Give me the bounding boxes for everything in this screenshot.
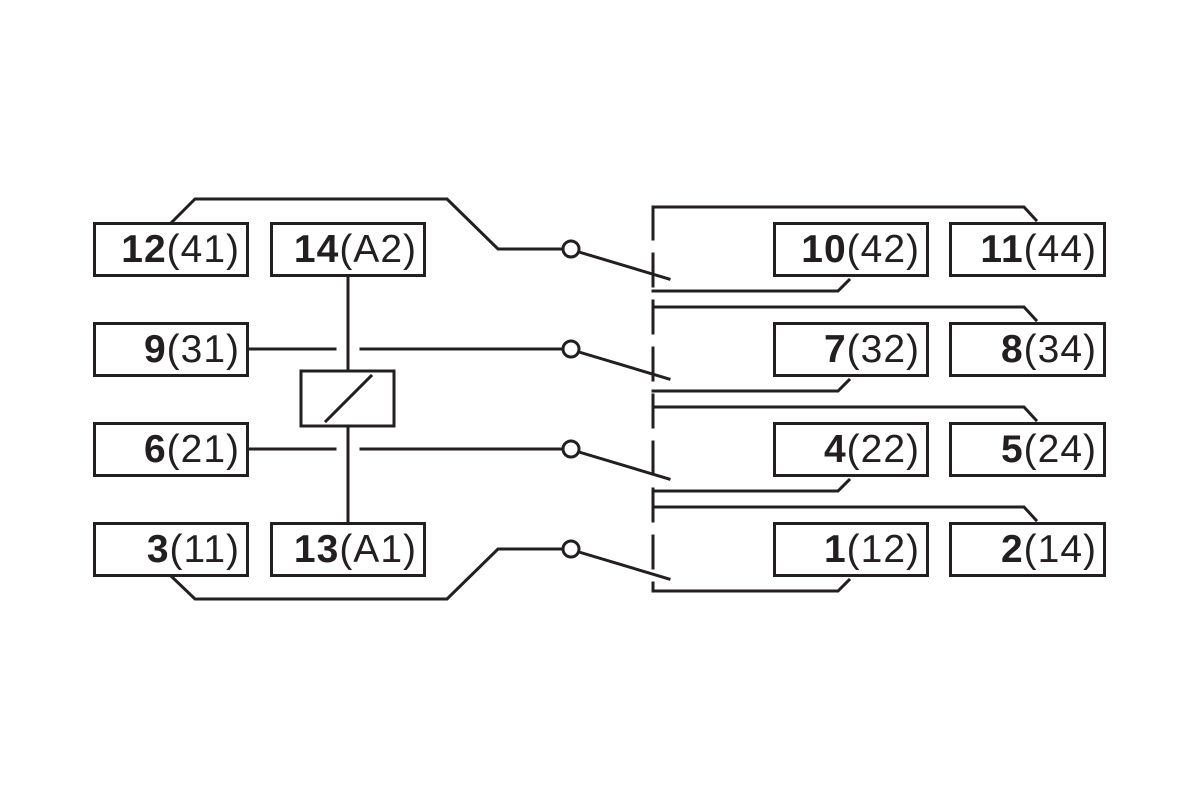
contact-wiring-row-3 — [651, 405, 1039, 493]
terminal-8-34: 8(34) — [949, 322, 1106, 377]
terminal-number: 7 — [823, 328, 847, 371]
terminal-13-a1: 13(A1) — [270, 522, 426, 577]
terminal-number: 8 — [1000, 328, 1024, 371]
terminal-number: 6 — [143, 428, 167, 471]
terminal-label: (A1) — [339, 528, 417, 571]
terminal-label: (21) — [166, 428, 240, 471]
terminal-label: (14) — [1023, 528, 1097, 571]
terminal-label: (41) — [166, 228, 240, 271]
terminal-number: 12 — [121, 228, 167, 271]
terminal-number: 2 — [1000, 528, 1024, 571]
terminal-number: 10 — [801, 228, 847, 271]
terminal-number: 5 — [1000, 428, 1024, 471]
contact-wiring-row-4 — [651, 505, 1039, 593]
terminal-label: (32) — [846, 328, 920, 371]
terminal-label: (24) — [1023, 428, 1097, 471]
terminal-label: (22) — [846, 428, 920, 471]
terminal-2-14: 2(14) — [949, 522, 1106, 577]
wire-common-11 — [169, 547, 564, 601]
terminal-9-31: 9(31) — [93, 322, 249, 377]
terminal-7-32: 7(32) — [773, 322, 929, 377]
terminal-number: 14 — [293, 228, 340, 271]
terminal-number: 9 — [143, 328, 167, 371]
terminal-1-12: 1(12) — [773, 522, 929, 577]
terminal-label: (44) — [1023, 228, 1097, 271]
wire-common-41 — [169, 197, 564, 251]
terminal-number: 3 — [146, 528, 170, 571]
terminal-number: 1 — [823, 528, 847, 571]
terminal-label: (11) — [169, 528, 240, 571]
contact-wiring-row-2 — [651, 305, 1039, 393]
terminal-label: (34) — [1023, 328, 1097, 371]
terminal-14-a2: 14(A2) — [270, 222, 426, 277]
terminal-number: 13 — [293, 528, 340, 571]
terminal-4-22: 4(22) — [773, 422, 929, 477]
changeover-contact-4 — [561, 539, 671, 581]
terminal-12-41: 12(41) — [93, 222, 249, 277]
terminal-label: (42) — [846, 228, 920, 271]
terminal-label: (12) — [846, 528, 920, 571]
contact-wiring-row-1 — [651, 205, 1039, 293]
terminal-11-44: 11(44) — [949, 222, 1106, 277]
terminal-number: 4 — [823, 428, 847, 471]
terminal-10-42: 10(42) — [773, 222, 929, 277]
terminal-5-24: 5(24) — [949, 422, 1106, 477]
terminal-6-21: 6(21) — [93, 422, 249, 477]
relay-coil-icon — [299, 369, 396, 428]
terminal-3-11: 3(11) — [93, 522, 249, 577]
terminal-label: (A2) — [339, 228, 417, 271]
terminal-label: (31) — [166, 328, 240, 371]
terminal-number: 11 — [980, 228, 1024, 271]
